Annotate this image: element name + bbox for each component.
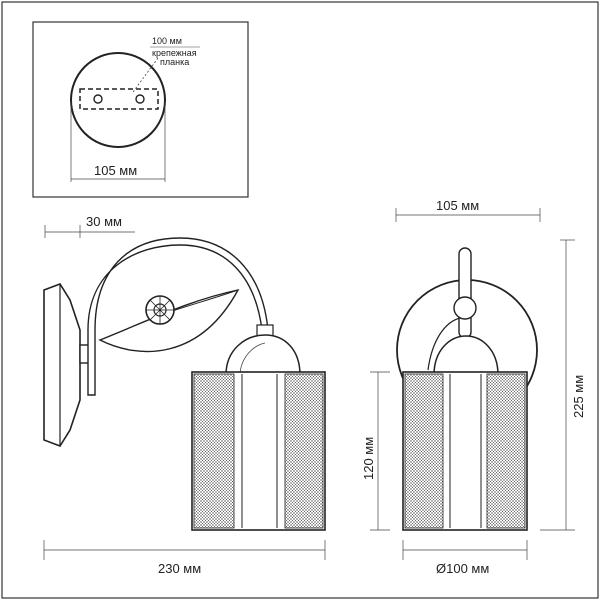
base-diameter-label: 105 мм: [94, 163, 137, 178]
front-shade-weave-right: [486, 373, 526, 529]
rosette-petals: [146, 296, 174, 324]
side-view: 30 мм 230 мм: [43, 214, 326, 576]
screw-hole-right: [135, 94, 145, 104]
front-arm: [458, 247, 472, 339]
inset-mounting-plate: 100 мм крепежная планка 105 мм: [32, 21, 249, 198]
plate-width-label: 100 мм: [152, 36, 182, 46]
front-holder-cap: [433, 335, 499, 376]
front-shade-weave-left: [404, 373, 444, 529]
front-width-label: 105 мм: [436, 198, 479, 213]
shade-weave-left: [193, 373, 235, 529]
base-plate-circle: [70, 52, 166, 148]
lamp-holder-cap: [225, 334, 301, 376]
mount-bracket: [79, 88, 159, 110]
shade-diameter-label: Ø100 мм: [436, 561, 489, 576]
total-height-label: 225 мм: [571, 375, 586, 418]
projection-label: 30 мм: [86, 214, 122, 229]
screw-hole-left: [93, 94, 103, 104]
front-joint: [453, 296, 477, 320]
front-view: 105 мм 120 мм 225 мм Ø100 мм: [361, 198, 586, 576]
front-arm-curve: [427, 317, 461, 371]
total-width-label: 230 мм: [158, 561, 201, 576]
shade-weave-right: [284, 373, 324, 529]
mount-bracket-label-line1: крепежная: [152, 48, 197, 58]
holder-highlight: [239, 342, 266, 374]
shade-height-label: 120 мм: [361, 437, 376, 480]
bracket-leader-line: [132, 57, 159, 93]
wall-plate-profile: [43, 283, 81, 447]
mount-bracket-label-line2: планка: [160, 57, 189, 67]
inset-frame: [32, 21, 249, 198]
